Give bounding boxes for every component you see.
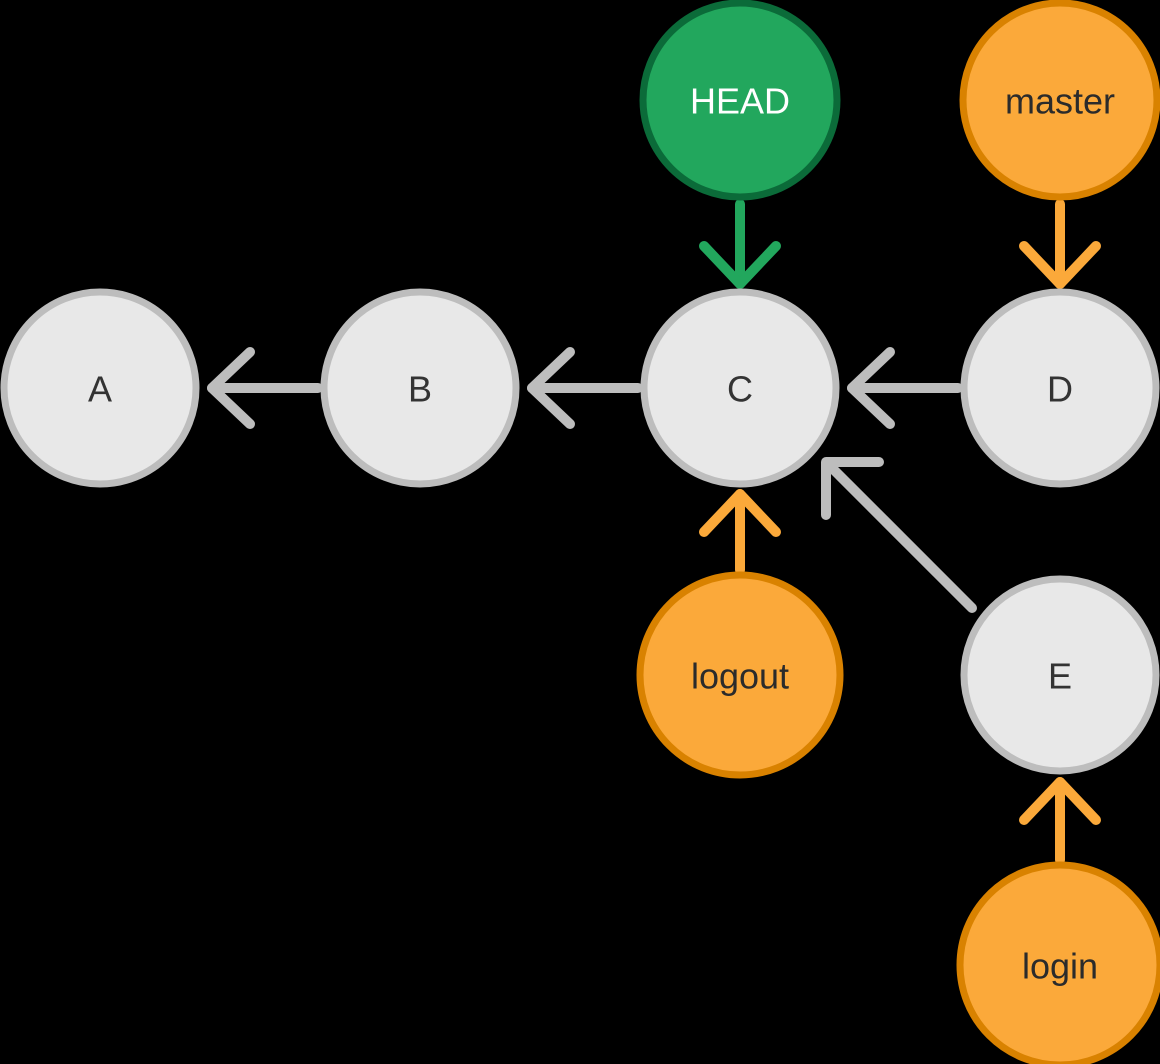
node-label-a: A — [88, 369, 112, 410]
edge-d-to-c — [847, 347, 963, 429]
node-logout[interactable]: logout — [636, 571, 844, 779]
node-circle-login[interactable] — [956, 861, 1160, 1064]
node-head[interactable]: HEAD — [639, 0, 841, 201]
node-label-b: B — [408, 369, 432, 410]
arrowhead-icon — [699, 489, 781, 537]
node-label-master: master — [1005, 81, 1115, 122]
edge-shaft — [825, 461, 977, 613]
arrowhead-icon — [1019, 241, 1101, 289]
edge-b-to-a — [207, 347, 323, 429]
node-label-head: HEAD — [690, 81, 790, 122]
edge-c-to-b — [527, 347, 643, 429]
node-circle-b[interactable] — [320, 288, 520, 488]
node-c[interactable]: C — [640, 288, 840, 488]
node-circle-logout[interactable] — [636, 571, 844, 779]
edge-master-to-d — [1019, 199, 1101, 289]
node-label-d: D — [1047, 369, 1073, 410]
node-circle-master[interactable] — [959, 0, 1160, 201]
node-label-e: E — [1048, 656, 1072, 697]
node-b[interactable]: B — [320, 288, 520, 488]
node-e[interactable]: E — [960, 575, 1160, 775]
edge-logout-to-c — [699, 489, 781, 575]
node-master[interactable]: master — [959, 0, 1160, 201]
node-a[interactable]: A — [0, 288, 200, 488]
arrowhead-icon — [699, 241, 781, 289]
arrowhead-icon — [1019, 777, 1101, 825]
node-d[interactable]: D — [960, 288, 1160, 488]
node-label-logout: logout — [691, 656, 789, 697]
node-label-c: C — [727, 369, 753, 410]
node-login[interactable]: login — [956, 861, 1160, 1064]
node-circle-d[interactable] — [960, 288, 1160, 488]
edge-e-to-c — [821, 457, 977, 613]
edge-head-to-c — [699, 199, 781, 289]
edges-layer — [207, 199, 1101, 865]
arrowhead-icon — [847, 347, 895, 429]
arrowhead-icon — [821, 457, 884, 520]
node-label-login: login — [1022, 946, 1098, 987]
node-circle-c[interactable] — [640, 288, 840, 488]
node-circle-a[interactable] — [0, 288, 200, 488]
arrowhead-icon — [527, 347, 575, 429]
edge-login-to-e — [1019, 777, 1101, 865]
node-circle-head[interactable] — [639, 0, 841, 201]
arrowhead-icon — [207, 347, 255, 429]
node-circle-e[interactable] — [960, 575, 1160, 775]
